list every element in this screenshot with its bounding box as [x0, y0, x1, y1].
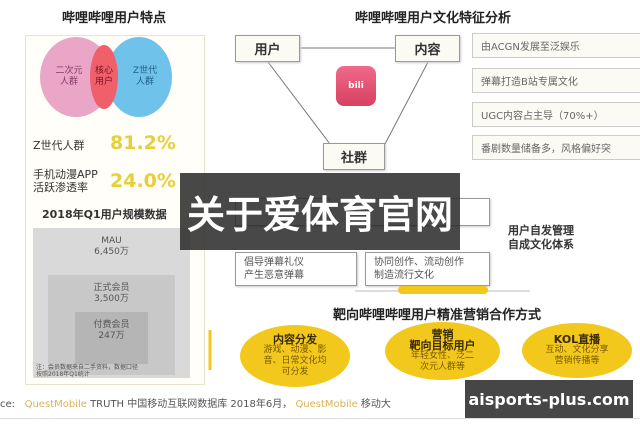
member-value: 3,500万 — [94, 294, 129, 304]
community-feature: 协同创作、流动创作 制造流行文化 — [365, 252, 490, 286]
marketing-item: 内容分发游戏、动漫、影 音、日常文化均 可分发 — [240, 325, 350, 387]
source-text: 移动大 — [360, 399, 391, 410]
yellow-highlight — [398, 286, 488, 294]
content-feature: 番剧数量储备多，风格偏好突 — [472, 135, 640, 160]
member-label: 正式会员 — [93, 283, 130, 293]
stat-genz-label: Z世代人群 — [33, 139, 85, 152]
item-title: 营销 靶向目标用户 — [409, 328, 476, 352]
mau-value: 6,450万 — [94, 247, 129, 257]
item-desc: 年轻女性、泛二 次元人群等 — [410, 351, 474, 372]
mau-label: MAU — [101, 236, 122, 246]
scale-title: 2018年Q1用户规模数据 — [42, 208, 167, 221]
item-title: 内容分发 — [273, 333, 317, 346]
paid-value: 247万 — [98, 331, 125, 341]
marketing-title: 靶向哔哩哔哩用户精准营销合作方式 — [333, 308, 542, 323]
community-feature: 倡导弹幕礼仪 产生恶意弹幕 — [235, 252, 357, 286]
source-brand: QuestMobile — [24, 399, 87, 410]
source-line: ce: QuestMobile TRUTH 中国移动互联网数据库 2018年6月… — [0, 395, 391, 410]
venn-overlap-label: 核心 用户 — [94, 66, 113, 87]
venn-overlap: 核心 用户 — [90, 45, 118, 109]
node-community: 社群 — [323, 143, 385, 170]
left-title: 哔哩哔哩用户特点 — [62, 11, 167, 26]
right-title: 哔哩哔哩用户文化特征分析 — [355, 11, 512, 26]
paid-label: 付费会员 — [93, 320, 130, 330]
bilibili-logo: bili — [336, 66, 376, 106]
watermark: aisports-plus.com — [465, 380, 633, 418]
self-manage-text: 用户自发管理 自成文化体系 — [508, 224, 574, 251]
stat-genz-value: 81.2% — [110, 132, 176, 154]
item-desc: 游戏、动漫、影 音、日常文化均 可分发 — [263, 345, 327, 377]
content-feature: 弹幕打造B站专属文化 — [472, 68, 640, 93]
overlay-title: 关于爱体育官网 — [180, 173, 460, 250]
stat-app-label: 手机动漫APP 活跃渗透率 — [33, 168, 98, 194]
node-content: 内容 — [395, 35, 460, 62]
venn-acg-label: 二次元 人群 — [55, 66, 83, 87]
content-feature: 由ACGN发展至泛娱乐 — [472, 33, 640, 58]
marketing-item: 营销 靶向目标用户年轻女性、泛二 次元人群等 — [385, 322, 500, 380]
source-brand: QuestMobile — [295, 399, 358, 410]
source-prefix: ce: — [0, 399, 16, 410]
bottom-divider — [0, 418, 640, 419]
node-user: 用户 — [235, 35, 300, 62]
marketing-item: KOL直播互动、文化分享 营销传播等 — [522, 323, 632, 378]
scale-note: 注：会员数据来自二手资料，数据口径 按照2018年Q1统计 — [36, 364, 139, 378]
content-feature: UGC内容占主导（70%+） — [472, 102, 640, 127]
item-title: KOL直播 — [553, 333, 601, 346]
item-desc: 互动、文化分享 营销传播等 — [545, 345, 609, 366]
stat-app-value: 24.0% — [110, 170, 176, 192]
venn-genz-label: Z世代 人群 — [132, 66, 158, 87]
source-text: TRUTH 中国移动互联网数据库 2018年6月， — [90, 399, 293, 410]
